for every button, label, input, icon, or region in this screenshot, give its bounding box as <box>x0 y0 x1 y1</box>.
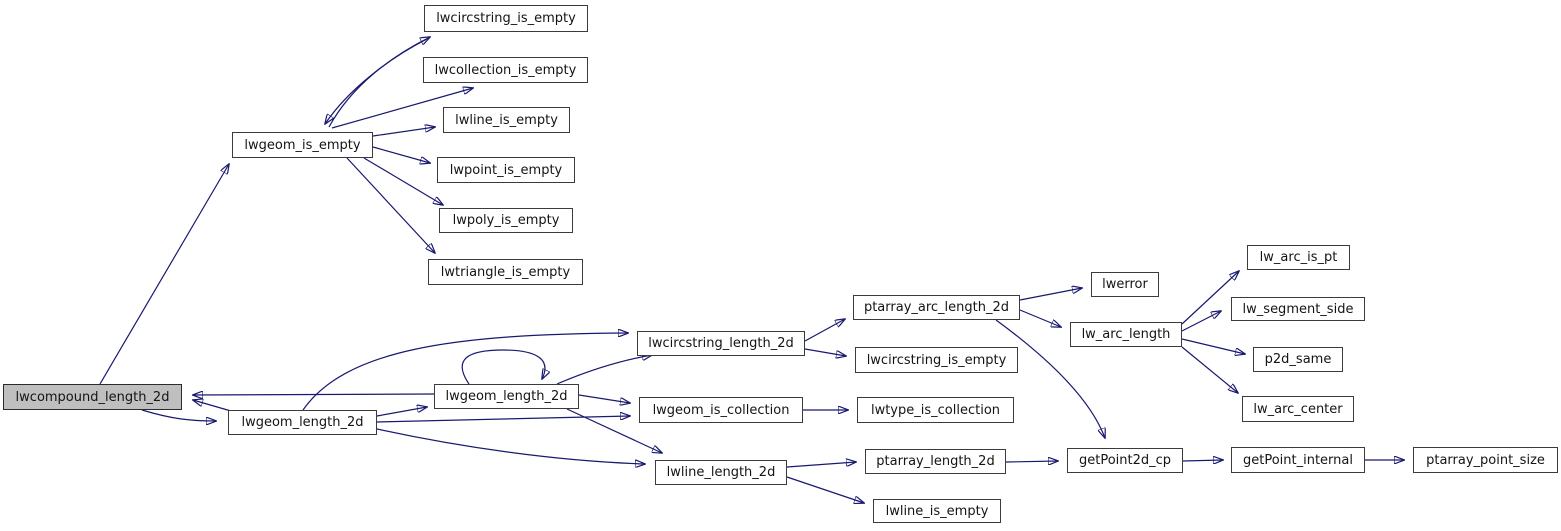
edge-getPoint2d_cp-to-getPoint_internal <box>1182 460 1223 461</box>
edge-lwgeom_length_2d_a-to-lwgeom_is_collection <box>376 416 630 423</box>
graph-node-lwcircstring_is_empty[interactable]: lwcircstring_is_empty <box>424 5 588 32</box>
graph-node-lwcompound_length_2d[interactable]: lwcompound_length_2d <box>3 384 182 410</box>
edge-lwgeom_is_empty-to-lwcircstring_is_empty_a <box>328 37 430 128</box>
graph-node-ptarray_arc_length_2d[interactable]: ptarray_arc_length_2d <box>853 295 1020 320</box>
edge-lwline_length_2d-to-lwline_is_empty_b <box>786 476 864 503</box>
graph-node-lwline_length_2d[interactable]: lwline_length_2d <box>655 460 787 485</box>
edge-lwgeom_length_2d_b-self-loop <box>461 349 545 385</box>
edge-lwcompound_length_2d-to-lwgeom_is_empty <box>99 164 229 385</box>
edge-lwcircstring_length_2d-to-lwcircstring_is_empty_b <box>804 348 846 356</box>
edge-lwgeom_length_2d_a-to-lwcircstring_length_2d <box>302 333 628 411</box>
edge-ptarray_arc_length_2d-to-getPoint2d_cp <box>995 319 1105 438</box>
edge-lw_arc_length-to-lw_arc_is_pt <box>1181 271 1239 325</box>
edge-lwgeom_length_2d_b-to-lwcircstring_length_2d <box>556 355 652 385</box>
edge-lwgeom_length_2d_a-to-lwline_length_2d <box>376 428 645 464</box>
graph-node-lwgeom_length_2d-2[interactable]: lwgeom_length_2d <box>434 384 579 409</box>
graph-node-p2d_same[interactable]: p2d_same <box>1253 347 1343 372</box>
graph-node-ptarray_point_size[interactable]: ptarray_point_size <box>1413 447 1558 473</box>
graph-node-lwline_is_empty[interactable]: lwline_is_empty <box>443 107 570 133</box>
graph-node-getPoint_internal[interactable]: getPoint_internal <box>1231 447 1365 473</box>
edge-lwgeom_is_empty-to-lwpoint_is_empty <box>372 146 430 163</box>
graph-node-lwcircstring_length_2d[interactable]: lwcircstring_length_2d <box>637 331 805 356</box>
edge-lwcompound_length_2d-to-lwgeom_length_2d_a <box>141 409 216 421</box>
graph-node-lw_segment_side[interactable]: lw_segment_side <box>1231 297 1365 321</box>
edge-lwcircstring_length_2d-to-ptarray_arc_length_2d <box>804 319 845 342</box>
graph-node-lwtype_is_collection[interactable]: lwtype_is_collection <box>857 397 1014 423</box>
graph-node-lw_arc_center[interactable]: lw_arc_center <box>1242 396 1354 422</box>
graph-node-lwcollection_is_empty[interactable]: lwcollection_is_empty <box>423 57 588 83</box>
edge-lwgeom_is_empty-to-lwcollection_is_empty <box>331 88 473 129</box>
graph-node-lwtriangle_is_empty[interactable]: lwtriangle_is_empty <box>428 259 583 285</box>
edge-ptarray_length_2d-to-getPoint2d_cp <box>1005 461 1058 462</box>
edge-lwgeom_is_empty-to-lwline_is_empty_a <box>372 127 435 137</box>
edge-lwgeom_length_2d_b-to-lwline_length_2d <box>566 408 662 453</box>
graph-node-lwgeom_length_2d[interactable]: lwgeom_length_2d <box>228 410 377 435</box>
edge-lwgeom_length_2d_b-to-lwcompound_length_2d <box>193 394 435 395</box>
edge-lwline_length_2d-to-ptarray_length_2d <box>786 462 856 468</box>
edge-lwgeom_length_2d_b-to-lwgeom_is_collection <box>578 394 630 403</box>
graph-node-getPoint2d_cp[interactable]: getPoint2d_cp <box>1067 448 1183 473</box>
edge-lwcircstring_is_empty_a-to-lwgeom_is_empty <box>325 38 428 124</box>
graph-node-lwgeom_is_collection[interactable]: lwgeom_is_collection <box>639 397 803 423</box>
edge-lwgeom_length_2d_a-to-lwcompound_length_2d <box>193 400 232 412</box>
graph-node-lw_arc_is_pt[interactable]: lw_arc_is_pt <box>1247 245 1350 270</box>
graph-node-lwpoint_is_empty[interactable]: lwpoint_is_empty <box>437 157 575 183</box>
graph-node-lw_arc_length[interactable]: lw_arc_length <box>1070 322 1182 347</box>
edge-lw_arc_length-to-lw_arc_center <box>1181 346 1238 393</box>
graph-node-lwgeom_is_empty[interactable]: lwgeom_is_empty <box>232 132 373 158</box>
edge-lwgeom_is_empty-to-lwpoly_is_empty <box>363 157 443 205</box>
edge-lwgeom_length_2d_a-to-lwgeom_length_2d_b <box>376 407 427 417</box>
graph-node-lwline_is_empty-2[interactable]: lwline_is_empty <box>873 499 1001 523</box>
graph-node-ptarray_length_2d[interactable]: ptarray_length_2d <box>865 449 1006 474</box>
edge-lwgeom_is_empty-to-lwtriangle_is_empty <box>346 157 435 253</box>
graph-node-lwpoly_is_empty[interactable]: lwpoly_is_empty <box>439 208 573 233</box>
edge-lw_arc_length-to-lw_segment_side <box>1181 311 1221 332</box>
edge-ptarray_arc_length_2d-to-lwerror <box>1019 288 1082 301</box>
edge-lw_arc_length-to-p2d_same <box>1181 338 1245 354</box>
edge-ptarray_arc_length_2d-to-lw_arc_length <box>1019 309 1061 327</box>
graph-node-lwcircstring_is_empty-2[interactable]: lwcircstring_is_empty <box>855 347 1018 373</box>
graph-node-lwerror[interactable]: lwerror <box>1091 272 1159 297</box>
